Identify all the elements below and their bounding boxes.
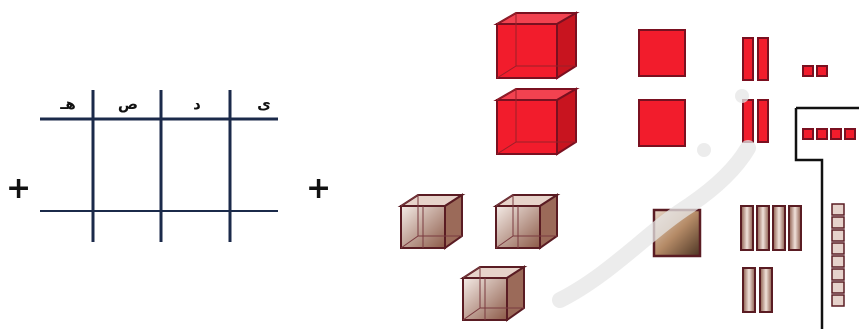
red-unit [803, 66, 813, 76]
watermark-dot [697, 143, 711, 157]
red-hundred-flat [639, 100, 685, 146]
red-unit [817, 66, 827, 76]
red-ten-rod [758, 100, 768, 142]
watermark-dot [735, 89, 749, 103]
red-thousand-cube [497, 89, 576, 154]
light-ten-rod [741, 206, 753, 250]
light-ten-rod [743, 268, 755, 312]
red-ten-rod [743, 38, 753, 80]
light-unit-column [832, 204, 844, 306]
red-unit [845, 129, 855, 139]
red-unit [831, 129, 841, 139]
red-unit [803, 129, 813, 139]
light-thousand-cube [463, 267, 524, 320]
red-hundred-flat [639, 30, 685, 76]
light-thousand-cube [496, 195, 557, 248]
light-ten-rod [773, 206, 785, 250]
red-ten-rod [743, 100, 753, 142]
light-ten-rod [757, 206, 769, 250]
red-unit [817, 129, 827, 139]
red-ten-rod [758, 38, 768, 80]
watermark [560, 148, 748, 300]
red-thousand-cube [497, 13, 576, 78]
light-thousand-cube [401, 195, 462, 248]
light-ten-rod [789, 206, 801, 250]
light-ten-rod [760, 268, 772, 312]
